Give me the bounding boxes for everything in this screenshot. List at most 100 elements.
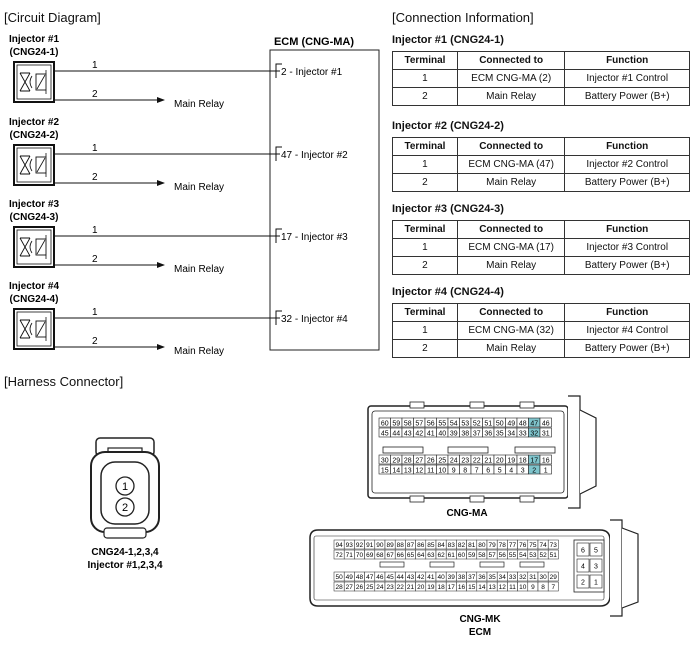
valve-icon — [19, 237, 31, 257]
table-cell: ECM CNG-MA (32) — [456, 321, 566, 340]
table-cell: Battery Power (B+) — [564, 87, 690, 106]
pin1-label: 1 — [92, 307, 98, 318]
ma-pin-label: 51 — [484, 420, 492, 427]
mk-pin-label: 36 — [478, 574, 486, 581]
ma-pin-label: 5 — [498, 467, 502, 474]
mk-pin-label: 26 — [356, 584, 364, 591]
mk-pin-label: 69 — [366, 552, 374, 559]
pin-2 — [115, 497, 135, 517]
small-connector-label2: Injector #1,2,3,4 — [87, 560, 162, 571]
table-cell: Injector #4 Control — [564, 321, 690, 340]
mk-pin-label: 39 — [448, 574, 456, 581]
pin2-label: 2 — [92, 89, 98, 100]
mk-pin-label: 64 — [417, 552, 425, 559]
table-header: Function — [564, 303, 690, 322]
mk-pin — [547, 581, 559, 592]
mk-pin-label: 16 — [458, 584, 466, 591]
mk-pin-label: 61 — [448, 552, 456, 559]
mk-side-pin — [576, 542, 590, 557]
mk-pin-label: 66 — [397, 552, 405, 559]
circuit-diagram: ECM (CNG-MA) Injector #1(CNG24-1)12Main … — [9, 34, 380, 357]
mk-pin-label: 59 — [468, 552, 476, 559]
ma-pin-label: 20 — [496, 457, 504, 464]
mk-side-pin-label: 1 — [594, 580, 598, 587]
mk-pin-label: 76 — [519, 542, 527, 549]
ma-pin-label: 39 — [450, 430, 458, 437]
mk-pin-label: 80 — [478, 542, 486, 549]
mk-side-pin-label: 6 — [581, 548, 585, 555]
ma-pin-label: 41 — [427, 430, 435, 437]
ma-pin-label: 49 — [507, 420, 515, 427]
mk-pin-label: 41 — [427, 574, 435, 581]
mk-pin-label: 56 — [499, 552, 507, 559]
ma-pin-label: 18 — [519, 457, 527, 464]
table-cell: 2 — [392, 87, 458, 106]
ma-pin-label: 1 — [544, 467, 548, 474]
mk-side-pin-label: 3 — [594, 564, 598, 571]
table-header: Terminal — [392, 137, 458, 156]
main-relay-label: Main Relay — [174, 346, 224, 357]
injector-name: Injector #1 — [9, 34, 59, 45]
table-header: Connected to — [456, 51, 566, 70]
ma-pin-label: 34 — [507, 430, 515, 437]
table-header: Terminal — [392, 51, 458, 70]
table-header: Connected to — [456, 220, 566, 239]
injector-code: (CNG24-1) — [10, 47, 59, 58]
table-cell: Main Relay — [456, 173, 566, 192]
mk-pin-label: 60 — [458, 552, 466, 559]
pin-1 — [115, 476, 135, 496]
ma-pin-label: 48 — [519, 420, 527, 427]
mk-pin-label: 78 — [499, 542, 507, 549]
ma-pin-label: 22 — [473, 457, 481, 464]
mk-pin-label: 55 — [509, 552, 517, 559]
injector-code: (CNG24-2) — [10, 130, 59, 141]
mk-pin-label: 70 — [356, 552, 364, 559]
table-header: Connected to — [456, 303, 566, 322]
mk-pin-label: 93 — [346, 542, 354, 549]
ma-pin-label: 52 — [473, 420, 481, 427]
ma-pin-label: 21 — [484, 457, 492, 464]
ma-pin-label: 23 — [461, 457, 469, 464]
mk-pin-label: 10 — [519, 584, 527, 591]
table-cell: 2 — [392, 339, 458, 358]
valve-icon — [19, 155, 31, 175]
table-title: Injector #4 (CNG24-4) — [392, 286, 504, 298]
ma-pin-label: 44 — [392, 430, 400, 437]
circuit-diagram-title: [Circuit Diagram] — [4, 10, 101, 25]
mk-side-pin — [589, 542, 603, 557]
ma-pin-label: 36 — [484, 430, 492, 437]
mk-pin-label: 65 — [407, 552, 415, 559]
mk-pin-label: 20 — [417, 584, 425, 591]
pin1-label: 1 — [92, 60, 98, 71]
ma-pin-label: 27 — [415, 457, 423, 464]
injector-name: Injector #3 — [9, 199, 59, 210]
ma-pin-label: 45 — [381, 430, 389, 437]
mk-pin-label: 21 — [407, 584, 415, 591]
mk-pin-label: 13 — [488, 584, 496, 591]
ma-pin-label: 30 — [381, 457, 389, 464]
mk-pin — [547, 571, 559, 582]
mk-pin-label: 45 — [386, 574, 394, 581]
mk-pin-label: 87 — [407, 542, 415, 549]
mk-pin-label: 30 — [539, 574, 547, 581]
mk-pin-label: 48 — [356, 574, 364, 581]
injector-box — [13, 61, 55, 103]
ma-pin-label: 29 — [392, 457, 400, 464]
pin2-label: 2 — [92, 254, 98, 265]
mk-pin-label: 53 — [529, 552, 537, 559]
ma-pin-label: 50 — [496, 420, 504, 427]
ma-pin-label: 46 — [542, 420, 550, 427]
injector-code: (CNG24-4) — [10, 294, 59, 305]
mk-pin-label: 40 — [437, 574, 445, 581]
injector-code: (CNG24-3) — [10, 212, 59, 223]
mk-pin-label: 18 — [437, 584, 445, 591]
main-relay-label: Main Relay — [174, 264, 224, 275]
table-cell: 2 — [392, 256, 458, 275]
mk-pin-label: 50 — [335, 574, 343, 581]
table-cell: Battery Power (B+) — [564, 339, 690, 358]
table-cell: 1 — [392, 321, 458, 340]
mk-pin-label: 29 — [550, 574, 558, 581]
ma-pin-label: 43 — [404, 430, 412, 437]
